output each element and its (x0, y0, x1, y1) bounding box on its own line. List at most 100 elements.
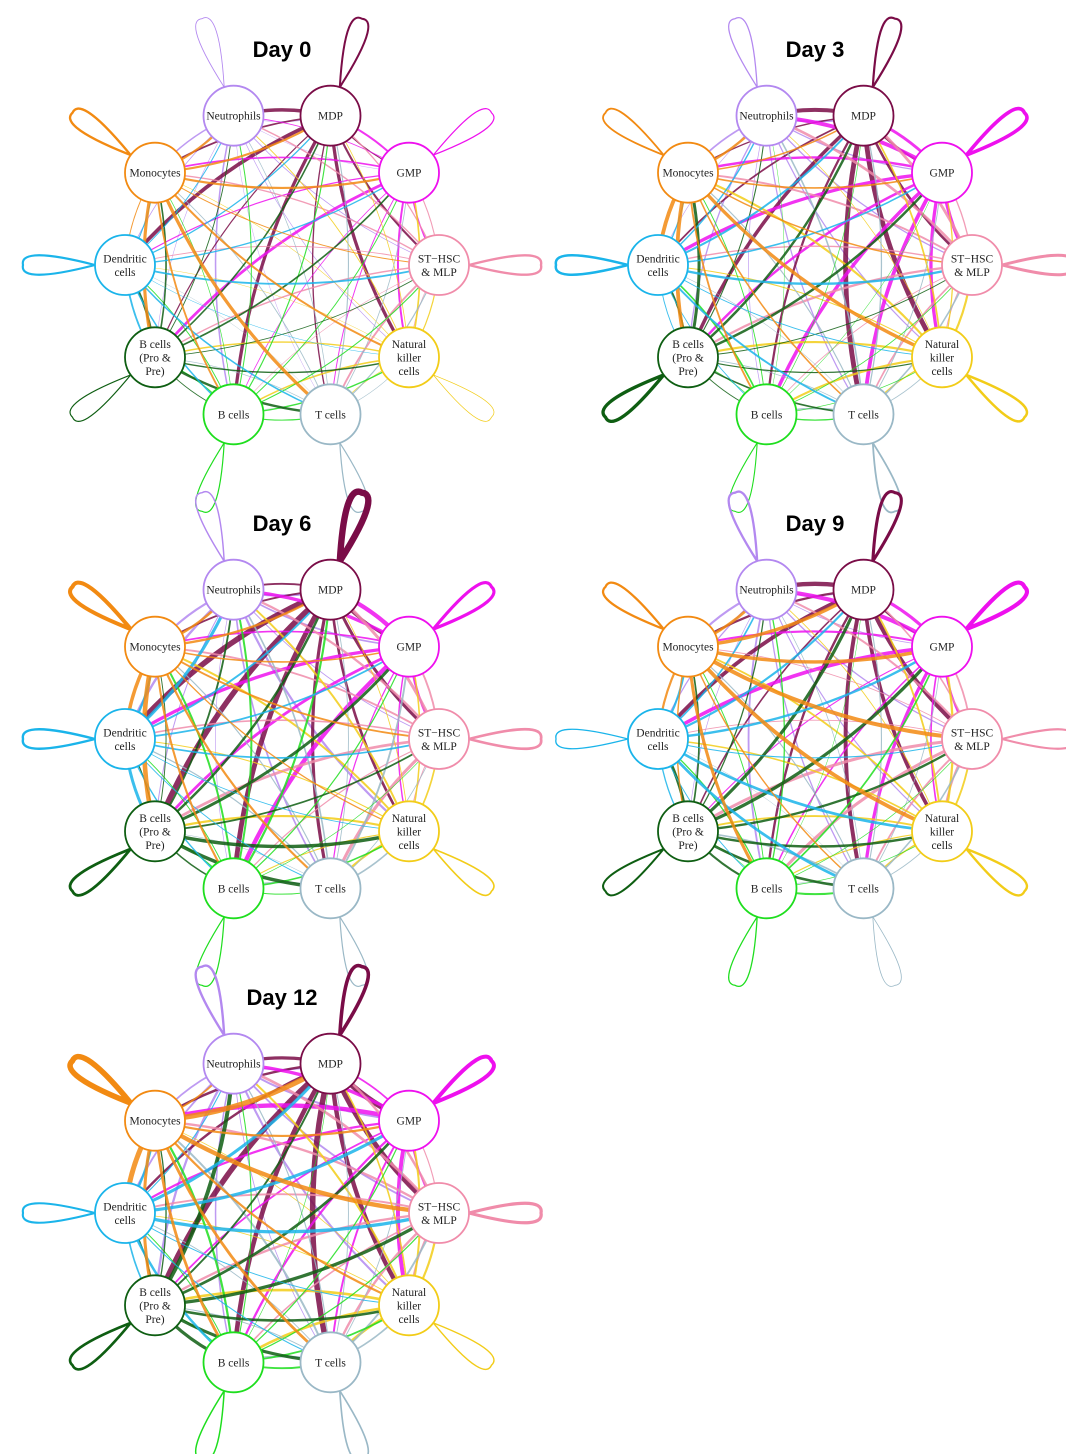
self-loops (555, 490, 1066, 987)
self-loop-b-cells-pro-pre (601, 373, 665, 424)
edge-monocytes-to-gmp (687, 171, 943, 189)
self-loop-mdp (871, 490, 903, 563)
node-mdp: MDP (299, 558, 362, 621)
self-loop-gmp (431, 1054, 496, 1105)
edge-t-cells-to-mdp (329, 115, 349, 415)
edge-natural-killer-to-neutrophils (766, 115, 943, 358)
edge-dendritic-to-t-cells (124, 1212, 331, 1363)
self-loop-st-hsc (468, 1201, 543, 1225)
node-monocytes: Monocytes (657, 615, 719, 678)
edge-b-cells-to-gmp (765, 646, 943, 889)
node-st-hsc: ST−HSC& MLP (408, 234, 470, 296)
node-label-dendritic: Dendritic (103, 1201, 146, 1213)
edge-monocytes-to-t-cells (687, 172, 865, 415)
node-label-mdp: MDP (318, 585, 343, 597)
self-loop-neutrophils (194, 964, 226, 1036)
edge-monocytes-to-st-hsc (154, 645, 440, 740)
edge-gmp-to-t-cells (330, 172, 410, 415)
edge-dendritic-to-st-hsc (124, 264, 440, 285)
node-label-natural-killer: killer (397, 1300, 421, 1312)
self-loop-t-cells (339, 442, 369, 513)
node-circle-b-cells-pro-pre (124, 800, 186, 863)
edge-natural-killer-to-neutrophils (766, 589, 943, 832)
edge-mdp-to-t-cells (311, 115, 332, 415)
edge-t-cells-to-gmp (863, 646, 943, 889)
self-loop-b-cells (194, 1390, 225, 1454)
edge-neutrophils-to-b-cells (214, 1063, 235, 1363)
node-label-mdp: MDP (851, 111, 876, 123)
edge-dendritic-to-natural-killer (124, 1212, 410, 1306)
node-neutrophils: Neutrophils (202, 84, 265, 147)
node-label-neutrophils: Neutrophils (739, 585, 794, 597)
node-circle-natural-killer (911, 326, 973, 389)
edge-b-cells-to-st-hsc (766, 264, 973, 415)
node-label-natural-killer: Natural (925, 813, 959, 825)
edge-dendritic-to-st-hsc (124, 738, 440, 759)
node-circle-st-hsc (408, 708, 470, 770)
self-loop-dendritic (554, 254, 629, 276)
edge-b-cells-to-monocytes (154, 172, 234, 415)
node-b-cells-pro-pre: B cells(Pro &Pre) (657, 800, 719, 863)
edge-neutrophils-to-b-cells-pro-pre (154, 589, 234, 832)
node-circle-neutrophils (735, 84, 798, 147)
edge-st-hsc-to-neutrophils (232, 1062, 441, 1214)
node-t-cells: T cells (299, 1331, 362, 1394)
edge-gmp-to-monocytes (154, 156, 410, 174)
node-label-b-cells-pro-pre: (Pro & (139, 352, 171, 364)
node-mdp: MDP (299, 84, 362, 147)
node-b-cells: B cells (202, 857, 265, 920)
self-loop-monocytes (602, 107, 665, 156)
node-label-dendritic: cells (114, 741, 136, 753)
self-loop-b-cells (728, 442, 758, 513)
edge-dendritic-to-gmp (657, 645, 943, 741)
edge-b-cells-to-mdp (233, 115, 332, 415)
node-circle-t-cells (832, 857, 895, 920)
node-t-cells: T cells (832, 857, 895, 920)
edge-b-cells-to-mdp (232, 589, 332, 889)
edge-t-cells-to-gmp (863, 172, 943, 415)
edge-neutrophils-to-st-hsc (233, 589, 440, 740)
self-loops (21, 963, 543, 1454)
edge-dendritic-to-st-hsc (657, 263, 973, 286)
edge-gmp-to-dendritic (124, 172, 410, 266)
edge-natural-killer-to-b-cells-pro-pre (154, 341, 410, 359)
edge-neutrophils-to-st-hsc (766, 115, 973, 266)
node-circle-b-cells-pro-pre (124, 1274, 186, 1337)
node-circle-monocytes (124, 1089, 186, 1152)
edge-st-hsc-to-monocytes (154, 1119, 440, 1215)
node-label-dendritic: cells (114, 1215, 136, 1227)
node-label-b-cells: B cells (751, 409, 783, 421)
edge-b-cells-pro-pre-to-natural-killer (687, 356, 943, 374)
node-label-natural-killer: cells (398, 1314, 420, 1326)
node-label-mdp: MDP (318, 1059, 343, 1071)
edge-gmp-to-monocytes (154, 1103, 410, 1123)
edge-mdp-to-b-cells-pro-pre (686, 114, 865, 358)
node-b-cells-pro-pre: B cells(Pro &Pre) (124, 800, 186, 863)
self-loop-st-hsc (1001, 253, 1066, 277)
self-loop-t-cells (872, 916, 902, 987)
edge-natural-killer-to-monocytes (154, 1120, 410, 1306)
edge-b-cells-pro-pre-to-natural-killer (154, 829, 410, 849)
edge-dendritic-to-t-cells (657, 264, 864, 416)
edge-monocytes-to-natural-killer (154, 646, 410, 832)
node-label-st-hsc: ST−HSC (951, 727, 994, 739)
edge-b-cells-to-gmp (233, 646, 410, 889)
node-label-st-hsc: & MLP (421, 267, 456, 279)
node-b-cells: B cells (202, 1331, 265, 1394)
self-loop-neutrophils (727, 490, 759, 562)
edge-mdp-to-dendritic (124, 1062, 331, 1214)
self-loop-monocytes (68, 107, 132, 157)
node-gmp: GMP (378, 1089, 440, 1152)
node-circle-gmp (911, 141, 973, 204)
node-circle-mdp (299, 558, 362, 621)
edge-b-cells-to-monocytes (687, 646, 767, 889)
edge-st-hsc-to-neutrophils (766, 588, 973, 740)
self-loop-dendritic (21, 1202, 96, 1224)
node-t-cells: T cells (299, 857, 362, 920)
node-label-dendritic: Dendritic (103, 727, 146, 739)
